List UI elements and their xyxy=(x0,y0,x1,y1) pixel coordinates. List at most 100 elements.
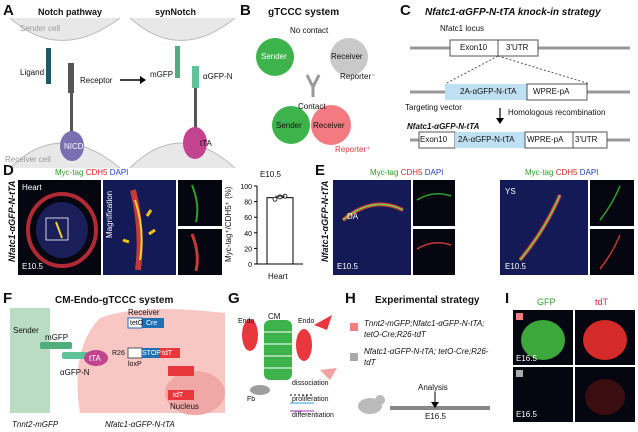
group1-swatch xyxy=(350,323,358,331)
bar-chart-xlabel: Heart xyxy=(268,272,288,281)
group2-genotype: Nfatc1-αGFP-N-tTA; tetO-Cre;R26-tdT xyxy=(364,347,489,367)
tdt-heart-image-1 xyxy=(575,310,635,365)
bar-chart-ylabel: Myc-tag⁺/CDH5⁺ (%) xyxy=(224,186,233,262)
receiver-label-b1: Receiver xyxy=(331,52,363,61)
cassette-label: 2A-αGFP-N-tTA xyxy=(460,87,517,96)
reporter-minus-label: Reporter⁻ xyxy=(340,72,376,81)
y-tick-label: 20 xyxy=(244,246,252,253)
cdh5-channel-image-e1 xyxy=(413,229,455,275)
nicd-shape xyxy=(60,131,84,161)
panel-label-c: C xyxy=(400,2,411,19)
experimental-strategy-title: Experimental strategy xyxy=(375,295,480,306)
panel-label-g: G xyxy=(228,290,240,307)
receiver-label-b2: Receiver xyxy=(313,121,345,130)
endo-label-1: Endo xyxy=(238,318,255,325)
contact-label: Contact xyxy=(298,102,326,111)
stain-legend-e2: Myc-tag CDH5 DAPI xyxy=(525,168,598,177)
tdt-label-f1: tdT xyxy=(162,350,173,357)
timeline-diagram xyxy=(358,392,490,414)
panel-a-diagram xyxy=(9,18,236,168)
da-label: DA xyxy=(347,212,359,221)
myc-channel-image-d xyxy=(178,180,222,226)
group2-marker-i xyxy=(516,370,523,377)
tdt-heart-image-2 xyxy=(575,367,635,422)
gfp-heart-image-2 xyxy=(513,367,573,422)
receiver-genotype-f: Nfatc1-αGFP-N-tTA xyxy=(105,420,175,429)
gtccc-title: gTCCC system xyxy=(268,7,340,18)
panel-label-h: H xyxy=(345,290,356,307)
hr-label: Homologous recombination xyxy=(508,108,606,117)
panel-label-a: A xyxy=(3,2,14,19)
utr-label: 3'UTR xyxy=(506,43,529,52)
gfp-heart-image-1 xyxy=(513,310,573,365)
stage-label-e2: E10.5 xyxy=(505,262,526,271)
proliferation-label: proliferation xyxy=(292,396,329,403)
panel-b-diagram xyxy=(256,38,368,145)
dapi-legend-e1: DAPI xyxy=(424,168,444,177)
genotype-label-d: Nfatc1-αGFP-N-tTA xyxy=(7,180,17,262)
bar-chart-title: E10.5 xyxy=(260,170,281,179)
heart-label: Heart xyxy=(22,183,42,192)
sender-cell-label: Sender cell xyxy=(20,24,61,33)
myc-channel-image-e2 xyxy=(590,180,634,226)
panel-label-f: F xyxy=(3,290,13,307)
dissociation-label: dissociation xyxy=(292,380,329,387)
teto-label: tetO xyxy=(130,320,144,327)
ligand-shape xyxy=(46,48,51,78)
myc-channel-image-e1 xyxy=(413,180,455,226)
no-contact-label: No contact xyxy=(290,26,329,35)
panel-label-e: E xyxy=(315,162,326,179)
targeting-vector-label: Targeting vector xyxy=(405,103,462,112)
panel-label-b: B xyxy=(240,2,251,19)
myc-tag-legend-e2: Myc-tag xyxy=(525,168,554,177)
sender-label-b1: Sender xyxy=(261,52,287,61)
notch-pathway-title: Notch pathway xyxy=(38,7,103,17)
cdh5-legend-d: CDH5 xyxy=(85,168,108,177)
data-point xyxy=(272,196,278,202)
endo-label-2: Endo xyxy=(298,318,315,325)
panel-label-d: D xyxy=(3,162,14,179)
tta-label-a: tTA xyxy=(200,139,212,148)
stain-legend-e1: Myc-tag CDH5 DAPI xyxy=(370,168,443,177)
cdh5-channel-image-e2 xyxy=(590,229,634,275)
receptor-shape xyxy=(68,63,74,93)
mgfp-label-a: mGFP xyxy=(150,70,174,79)
da-section-image xyxy=(333,180,411,275)
exon10-label-2: Exon10 xyxy=(420,135,448,144)
cre-label: Cre xyxy=(146,320,158,327)
y-tick-label: 0 xyxy=(248,262,252,269)
receiver-label-f: Receiver xyxy=(128,308,160,317)
loxp-label: loxP xyxy=(128,361,142,368)
nicd-label: NICD xyxy=(64,142,84,151)
cm-endo-title: CM-Endo-gTCCC system xyxy=(55,295,174,306)
tta-label-f: tTA xyxy=(89,354,101,363)
allele-label: Nfatc1-αGFP-N-tTA xyxy=(407,122,480,131)
group1-genotype: Tnnt2-mGFP;Nfatc1-αGFP-N-tTA; tetO-Cre;R… xyxy=(364,319,485,339)
nfatc1-locus-label: Nfatc1 locus xyxy=(440,24,485,33)
panel-f-diagram xyxy=(10,308,225,415)
timeline-stage-label: E16.5 xyxy=(425,412,446,421)
bar-heart xyxy=(266,197,294,265)
sender-label-b2: Sender xyxy=(276,121,302,130)
myc-tag-legend-e1: Myc-tag xyxy=(370,168,399,177)
stain-legend-d: Myc-tag CDH5 DAPI xyxy=(55,168,128,177)
panel-c-diagram xyxy=(410,39,630,149)
y-tick-label: 80 xyxy=(244,200,252,207)
wpre-label: WPRE-pA xyxy=(533,87,570,96)
y-tick-label: 100 xyxy=(240,184,252,191)
cdh5-legend-e1: CDH5 xyxy=(400,168,423,177)
tdt-label-i: tdT xyxy=(595,297,609,307)
ys-section-image xyxy=(500,180,588,275)
differentiation-label: differentiation xyxy=(292,412,334,419)
utr-label-2: 3'UTR xyxy=(575,135,598,144)
ligand-label: Ligand xyxy=(20,68,45,77)
sender-label-f: Sender xyxy=(13,326,39,335)
cm-label: CM xyxy=(268,312,281,321)
knockin-title: Nfatc1-αGFP-N-tTA knock-in strategy xyxy=(425,7,601,18)
fb-label: Fb xyxy=(247,396,256,403)
agfpn-shape xyxy=(192,66,199,88)
stage-label-e1: E10.5 xyxy=(337,262,358,271)
receiver-cell-label: Receiver cell xyxy=(5,155,51,164)
analysis-label: Analysis xyxy=(418,383,448,392)
tta-shape xyxy=(183,127,207,159)
